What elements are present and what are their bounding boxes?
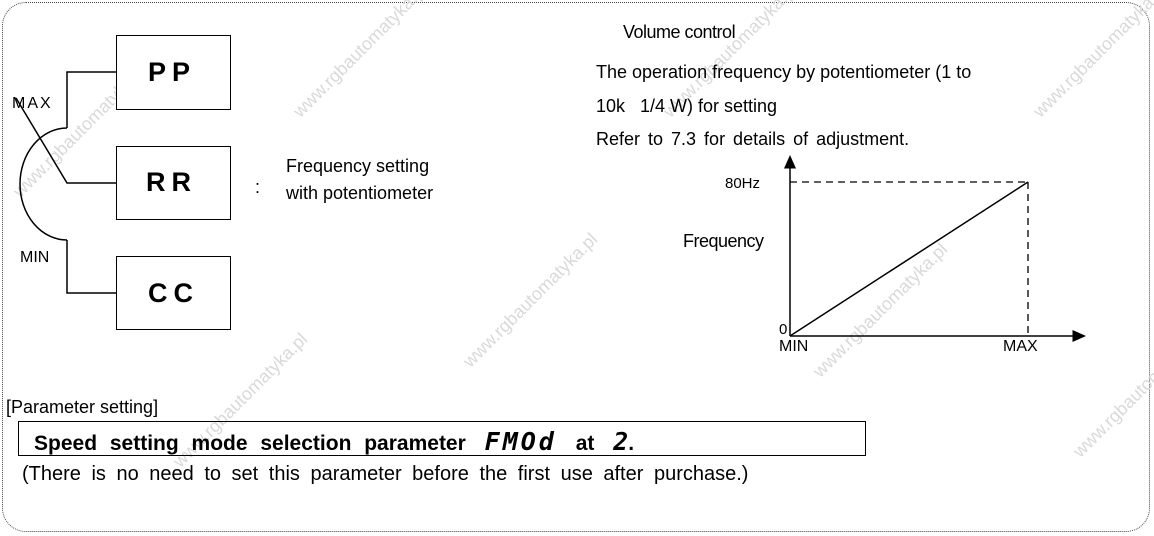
rr-wire xyxy=(15,97,116,184)
wiring-diagram xyxy=(15,71,116,294)
x-tick-label-max: MAX xyxy=(1003,338,1038,355)
terminal-pp-box xyxy=(116,35,231,110)
instruction-mid: at xyxy=(575,432,595,455)
volume-heading: Volume control xyxy=(623,22,736,42)
frequency-desc-line2: with potentiometer xyxy=(286,183,434,203)
volume-line2: 10k 1/4 W) for setting xyxy=(596,96,778,116)
parameter-instruction-box xyxy=(18,421,866,456)
param-value-display: 2 xyxy=(613,427,629,456)
terminal-cc-label: CC xyxy=(148,278,199,308)
period: . xyxy=(628,432,635,455)
colon-separator: : xyxy=(255,177,261,197)
potentiometer-arc xyxy=(19,127,68,241)
terminal-cc-box xyxy=(116,256,231,330)
terminal-pp-label: PP xyxy=(148,57,197,87)
param-code-display: FMOd xyxy=(484,427,557,456)
terminal-rr-label: RR xyxy=(146,167,197,197)
y-tick-label-top: 80Hz xyxy=(725,175,761,192)
instruction-prefix: Speed setting mode selection parameter xyxy=(34,432,466,455)
y-axis-label: Frequency xyxy=(683,231,764,251)
terminal-rr-box xyxy=(116,146,231,220)
parameter-section-title: [Parameter setting] xyxy=(6,397,159,417)
volume-line1: The operation frequency by potentiometer… xyxy=(596,62,972,82)
cc-wire xyxy=(66,240,116,294)
parameter-instruction: Speed setting mode selection parameter F… xyxy=(34,429,634,454)
x-tick-label-min: MIN xyxy=(779,338,809,355)
max-label: MAX xyxy=(12,95,53,112)
pp-wire xyxy=(66,71,116,128)
min-label: MIN xyxy=(20,249,50,266)
parameter-note: (There is no need to set this parameter … xyxy=(22,463,749,485)
frequency-desc-line1: Frequency setting xyxy=(286,156,430,176)
volume-line3: Refer to 7.3 for details of adjustment. xyxy=(596,129,910,149)
y-tick-label-bottom: 0 xyxy=(779,321,788,338)
